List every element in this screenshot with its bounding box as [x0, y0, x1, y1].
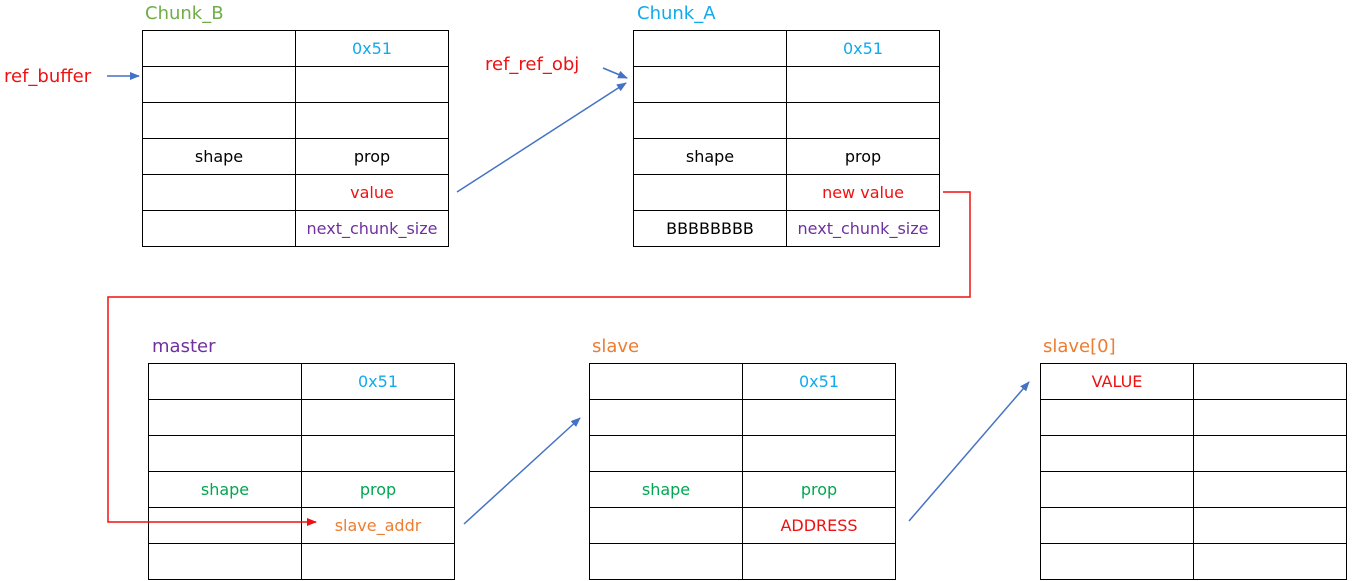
master-title: master [152, 336, 216, 357]
slave0-table: VALUE [1040, 363, 1347, 580]
chunk-row: value [142, 174, 449, 211]
chunk-row [1040, 507, 1347, 544]
chunk-row [633, 102, 940, 139]
master-to-slave-arrow [463, 417, 581, 525]
chunk-row [148, 435, 455, 472]
chunk-row [148, 543, 455, 580]
chunk-cell [633, 30, 787, 67]
chunk-cell [1040, 543, 1194, 580]
chunk-cell [301, 543, 455, 580]
chunk-cell: prop [295, 138, 449, 175]
slave-title: slave [592, 336, 640, 357]
chunk-cell [589, 363, 743, 400]
ref-ref-obj-label: ref_ref_obj [485, 54, 580, 75]
chunk-cell: next_chunk_size [295, 210, 449, 247]
chunk-row [589, 543, 896, 580]
chunk-row [148, 399, 455, 436]
chunk-cell: next_chunk_size [786, 210, 940, 247]
chunk-cell [1193, 363, 1347, 400]
chunk-row [1040, 399, 1347, 436]
chunk-a-title: Chunk_A [637, 3, 716, 24]
chunk-cell [142, 210, 296, 247]
chunk-cell [142, 102, 296, 139]
chunk-cell [589, 399, 743, 436]
chunk-row [142, 102, 449, 139]
chunk-cell [295, 66, 449, 103]
chunk-cell: BBBBBBBB [633, 210, 787, 247]
chunk-cell [742, 543, 896, 580]
chunk-cell [1040, 399, 1194, 436]
chunk-cell [1040, 435, 1194, 472]
chunk-cell: slave_addr [301, 507, 455, 544]
chunk-cell [589, 507, 743, 544]
chunk-cell: 0x51 [295, 30, 449, 67]
chunk-cell [295, 102, 449, 139]
chunk-row [1040, 435, 1347, 472]
slave-to-slave0-arrow [908, 381, 1030, 522]
chunk-row: next_chunk_size [142, 210, 449, 247]
chunk-row: new value [633, 174, 940, 211]
chunk-cell [1193, 399, 1347, 436]
chunk-row: slave_addr [148, 507, 455, 544]
slave0-title: slave[0] [1043, 336, 1116, 357]
chunk-row: 0x51 [633, 30, 940, 67]
chunk-cell: 0x51 [301, 363, 455, 400]
chunk-row: 0x51 [589, 363, 896, 400]
chunk-cell [1040, 507, 1194, 544]
chunk-cell: value [295, 174, 449, 211]
ref-buffer-label: ref_buffer [4, 66, 92, 87]
chunk-cell [148, 543, 302, 580]
chunk-cell: ADDRESS [742, 507, 896, 544]
chunk-row: 0x51 [148, 363, 455, 400]
chunk-row [1040, 543, 1347, 580]
chunk-cell [1193, 507, 1347, 544]
chunk-cell [589, 543, 743, 580]
chunk-cell: shape [589, 471, 743, 508]
new-value-to-slave-addr-arrow [107, 191, 971, 526]
chunk-b-title: Chunk_B [145, 3, 224, 24]
chunk-row: ADDRESS [589, 507, 896, 544]
chunk-cell [589, 435, 743, 472]
chunk-cell: new value [786, 174, 940, 211]
chunk-b-to-chunk-a-arrow [456, 82, 627, 193]
chunk-row [589, 399, 896, 436]
chunk-cell [1193, 543, 1347, 580]
chunk-cell: 0x51 [742, 363, 896, 400]
chunk-row: VALUE [1040, 363, 1347, 400]
ref-ref-obj-arrow [602, 67, 628, 79]
chunk-cell: shape [142, 138, 296, 175]
